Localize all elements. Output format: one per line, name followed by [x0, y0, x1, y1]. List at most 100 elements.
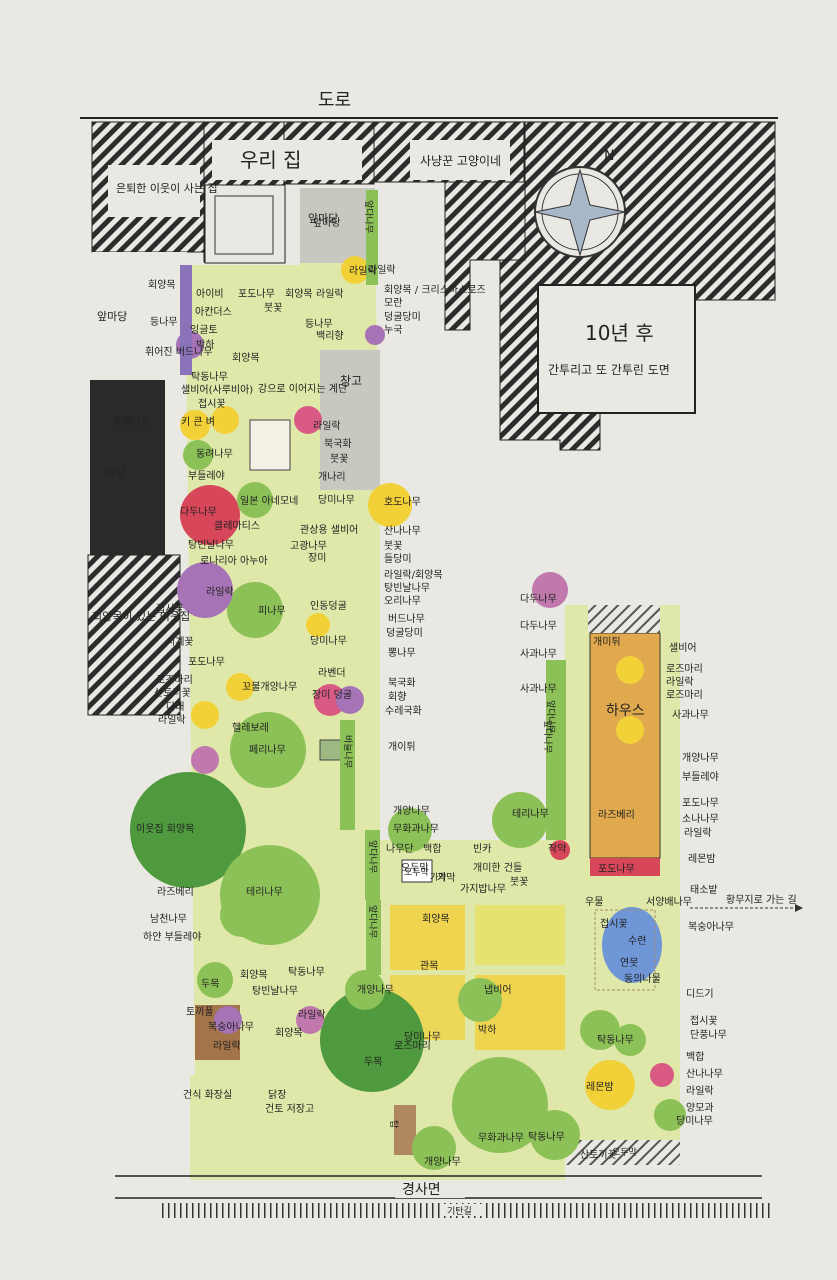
- plant-label: 회양목: [275, 1027, 303, 1039]
- plant-label: 개미튀: [593, 636, 621, 648]
- plant-label: 라일락: [349, 265, 377, 277]
- vertical-label: 앞다나무: [367, 840, 379, 873]
- our-house-label: 우리 집: [240, 148, 302, 172]
- plant-label: 탁동나무: [191, 371, 228, 383]
- coop-note-label: 건토 저장고: [265, 1103, 314, 1115]
- greenhouse-label: 하우스: [606, 703, 645, 719]
- vertical-label: 앞다나무: [363, 200, 375, 233]
- plant-label: 로즈마리: [394, 1040, 431, 1052]
- plant-label: 등나무: [305, 318, 333, 330]
- plant-label: 동의나물: [624, 973, 661, 985]
- plant-label: 레몬밤: [586, 1081, 614, 1093]
- plant-label: 가지밥나무: [460, 883, 506, 895]
- plant-label: 회향: [388, 691, 406, 703]
- compost-label: 오두막: [404, 867, 429, 878]
- plant-label: 우물: [585, 896, 603, 908]
- plant-label: 로나리아 아누아: [200, 555, 268, 567]
- left-yard-label: 마당: [105, 465, 125, 478]
- vertical-label: 앞다나무: [545, 700, 557, 733]
- plant-label: 누국: [384, 324, 402, 336]
- garage-label: 창고: [340, 374, 362, 388]
- plant-label: 호도나무: [384, 496, 421, 508]
- plant-label: 남천나무: [150, 913, 187, 925]
- plant-label: 사과나무: [520, 648, 557, 660]
- plant-label: 동려나무: [196, 448, 233, 460]
- plant-label: 탕빈날나무: [252, 985, 298, 997]
- plant-label: 개나리: [318, 471, 346, 483]
- plant-label: 헬레보레: [232, 722, 269, 734]
- plant-label: 당미나무: [404, 1031, 441, 1043]
- plant-label: 라즈베리: [598, 809, 635, 821]
- plant-label: 디드기: [686, 988, 714, 1000]
- plant-label: 다두나무: [520, 620, 557, 632]
- bottom-path-label: 기탄길: [447, 1206, 472, 1217]
- plant-label: 포도나무: [598, 863, 635, 875]
- vertical-label: 앞다나무: [542, 720, 554, 753]
- plant-label: 하얀 부들레야: [143, 930, 201, 943]
- plant-label: 다두나무: [520, 593, 557, 605]
- plant-label: 덩굴당미: [384, 311, 421, 323]
- plant-label: 라일락: [298, 1009, 326, 1021]
- plant-label: 부들레야: [188, 470, 225, 482]
- plant-label: 라일락: [316, 288, 344, 300]
- plant-label: 라일락: [368, 264, 396, 276]
- plant-label: 샐비어(사루비아): [181, 384, 253, 396]
- plant-label: 포도나무: [188, 656, 225, 668]
- east-road-arrow: 황무지로 가는 길: [690, 893, 803, 912]
- plant-label: 라일락: [206, 586, 234, 598]
- front-yard-label: 앞마당: [308, 212, 338, 225]
- plant-label: 다래: [166, 701, 184, 713]
- plant-labels-right: 다두나무다두나무사과나무사과나무개미튀샐비어로즈마리라일락로즈마리사과나무개양나…: [520, 593, 734, 1161]
- plant-label: 장미 덩굴: [312, 689, 352, 701]
- plant-label: 단풍나무: [690, 1029, 727, 1041]
- plant-label: 접시꽃: [600, 918, 628, 930]
- coop-label: 닭장: [268, 1089, 286, 1101]
- plant-label: 로즈마리: [666, 663, 703, 675]
- retired-neighbor-label: 은퇴한 이웃이 사는 집: [116, 182, 218, 195]
- plant-label: 아칸더스: [195, 306, 232, 318]
- plant-label: 라일락: [666, 676, 694, 688]
- hunter-cat-label: 사냥꾼 고양이네: [420, 154, 501, 168]
- plant-label: 라일락/회양목: [384, 569, 443, 581]
- plant-label: 부들레야: [682, 771, 719, 783]
- plant-label: 붓꽃: [264, 302, 282, 314]
- plant-label: 박하: [478, 1023, 496, 1036]
- plant-label: 연못: [620, 957, 638, 969]
- plant-label: 백합: [423, 843, 441, 855]
- map-title: 10년 후: [585, 321, 654, 345]
- plant-label: 탁동나무: [528, 1131, 565, 1143]
- plant-label: 시계꽃: [166, 636, 194, 648]
- left-front-yard-label: 앞마당: [97, 310, 127, 323]
- plant-label: 산토끼꽃: [580, 1149, 617, 1161]
- plant-label: 개이튀: [388, 741, 416, 753]
- plant-label: 개양나무: [357, 984, 394, 996]
- plant-label: 작약: [548, 843, 566, 855]
- plant-label: 고광나무: [290, 540, 327, 552]
- plant-label: 로즈마리: [156, 674, 193, 686]
- plant-label: 두목: [201, 978, 219, 990]
- vertical-label: 탑: [388, 1120, 400, 1128]
- plant-label: 관목: [420, 960, 438, 972]
- plant-label: 라일락: [213, 1040, 241, 1052]
- hedges: [180, 190, 566, 975]
- plant-label: 당미나무: [676, 1115, 713, 1127]
- plant-label: 일본 아네모네: [240, 495, 298, 507]
- plant-label: 라일락: [158, 714, 186, 726]
- plant-label: 들당미: [384, 553, 412, 565]
- plant-label: 강으로 이어지는 계단: [258, 383, 347, 395]
- plant-label: 접시꽃: [156, 603, 184, 615]
- plant-label: 로즈마리: [666, 689, 703, 701]
- plant-label: 탕빈날나무: [384, 582, 430, 594]
- plant-label: 레몬밤: [688, 853, 716, 865]
- plant-label: 포도나무: [682, 797, 719, 809]
- plant-label: 소나나무: [682, 813, 719, 825]
- plant-label: 꼬불개양나무: [242, 681, 297, 693]
- plant-label: 탕빈날나무: [188, 539, 234, 551]
- plant-label: 개양나무: [393, 805, 430, 817]
- plant-label: 붓꽃: [384, 540, 402, 552]
- plant-label: 뽕나무: [388, 647, 416, 659]
- plant-label: 박하: [196, 338, 214, 351]
- plant-label: 회양목: [285, 288, 313, 300]
- plant-label: 수련: [628, 935, 646, 947]
- plant-label: 라즈베리: [157, 886, 194, 898]
